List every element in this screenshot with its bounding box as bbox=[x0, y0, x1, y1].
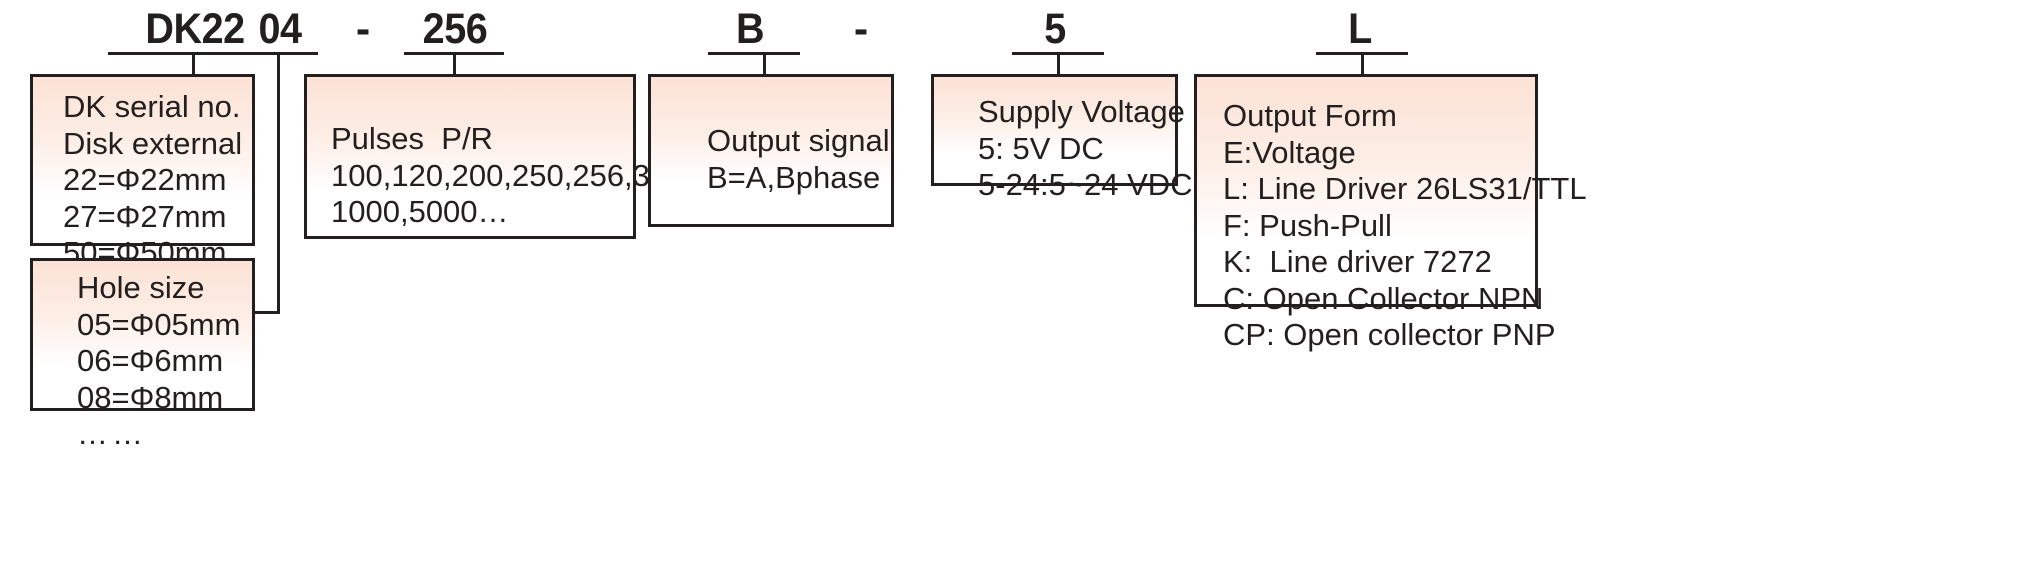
code-04: 04 bbox=[258, 5, 302, 53]
text-line: 27=Φ27mm bbox=[63, 198, 227, 234]
dash-separator-2: - bbox=[853, 5, 869, 53]
text-line: K: Line driver 7272 bbox=[1223, 244, 1492, 280]
code-dk22: DK22 bbox=[145, 5, 245, 53]
code-256: 256 bbox=[422, 5, 488, 53]
text-line: Output Form bbox=[1223, 98, 1397, 133]
text-line: C: Open Collector NPN bbox=[1223, 280, 1544, 316]
text-line: L: Line Driver 26LS31/TTL bbox=[1223, 171, 1587, 207]
code-5: 5 bbox=[1044, 5, 1066, 53]
text-line: …… bbox=[77, 416, 147, 452]
text-line: 06=Φ6mm bbox=[77, 343, 224, 379]
text-line: Hole size bbox=[77, 270, 205, 305]
connector-256 bbox=[453, 52, 456, 74]
text-line: 22=Φ22mm bbox=[63, 162, 227, 198]
dash-separator-1: - bbox=[355, 5, 371, 53]
connector-l bbox=[1361, 52, 1364, 74]
text-line: 1000,5000… bbox=[331, 194, 509, 230]
text-line: F: Push-Pull bbox=[1223, 207, 1392, 243]
text-line: 5: 5V DC bbox=[978, 130, 1104, 166]
connector-5 bbox=[1057, 52, 1060, 74]
text-line: DK serial no. bbox=[63, 89, 241, 124]
text-line: B=A,Bphase bbox=[707, 159, 881, 195]
text-line: CP: Open collector PNP bbox=[1223, 317, 1556, 353]
rule-b bbox=[708, 52, 800, 55]
text-line: Pulses P/R bbox=[331, 121, 493, 156]
code-b: B bbox=[735, 5, 765, 53]
text-line: 05=Φ05mm bbox=[77, 306, 241, 342]
text-line: 08=Φ8mm bbox=[77, 379, 224, 415]
connector-04-elbow bbox=[252, 311, 280, 314]
text-line: Supply Voltage bbox=[978, 94, 1185, 129]
connector-dk22 bbox=[192, 52, 195, 74]
text-line: Disk external bbox=[63, 125, 243, 161]
text-line: E:Voltage bbox=[1223, 134, 1356, 170]
text-line: Output signal bbox=[707, 123, 890, 158]
text-line: 100,120,200,250,256,360, bbox=[331, 157, 694, 193]
connector-04-vertical bbox=[277, 52, 280, 313]
code-l: L bbox=[1348, 5, 1372, 53]
connector-b bbox=[763, 52, 766, 74]
text-line: 5-24:5~24 VDC bbox=[978, 167, 1193, 203]
